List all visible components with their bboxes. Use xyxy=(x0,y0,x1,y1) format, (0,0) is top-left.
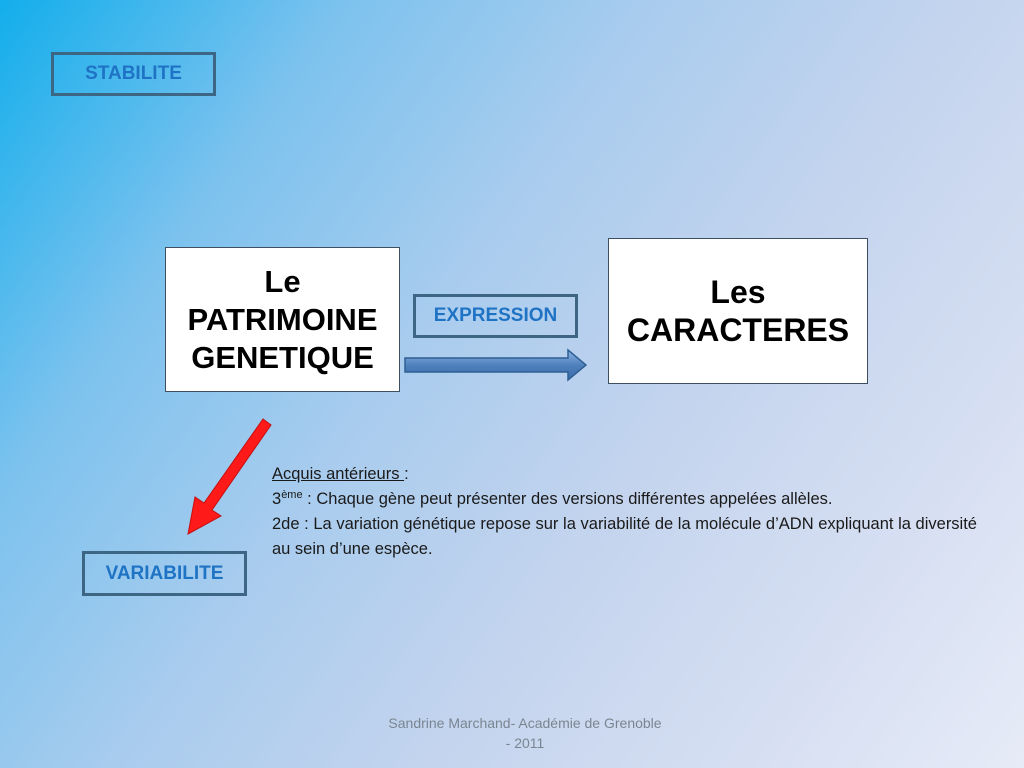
patrimoine-line-3: GENETIQUE xyxy=(191,339,374,375)
caracteres-line-1: Les xyxy=(710,274,766,310)
acquis-title: Acquis antérieurs xyxy=(272,465,405,483)
caracteres-box: Les CARACTERES xyxy=(608,238,868,384)
footer-credit: Sandrine Marchand- Académie de Grenoble … xyxy=(340,713,710,753)
footer-line-1: Sandrine Marchand- Académie de Grenoble xyxy=(388,715,662,731)
acquis-title-colon: : xyxy=(404,465,409,483)
patrimoine-line-2: PATRIMOINE xyxy=(187,301,378,337)
patrimoine-genetique-box: Le PATRIMOINE GENETIQUE xyxy=(165,247,400,392)
caracteres-line-2: CARACTERES xyxy=(626,312,850,348)
variabilite-arrow xyxy=(187,418,272,535)
stabilite-label: STABILITE xyxy=(51,52,216,96)
acquis-line1-sup: ème xyxy=(281,489,303,501)
variabilite-label: VARIABILITE xyxy=(82,551,247,596)
expression-arrow xyxy=(404,348,588,382)
acquis-line2: 2de : La variation génétique repose sur … xyxy=(272,515,977,558)
acquis-line1-prefix: 3 xyxy=(272,490,282,508)
patrimoine-line-1: Le xyxy=(264,263,301,299)
footer-line-2: - 2011 xyxy=(505,735,545,751)
acquis-anterieurs-text: Acquis antérieurs : 3ème : Chaque gène p… xyxy=(272,462,977,562)
expression-label: EXPRESSION xyxy=(413,294,578,338)
acquis-line1-text: : Chaque gène peut présenter des version… xyxy=(302,490,833,508)
